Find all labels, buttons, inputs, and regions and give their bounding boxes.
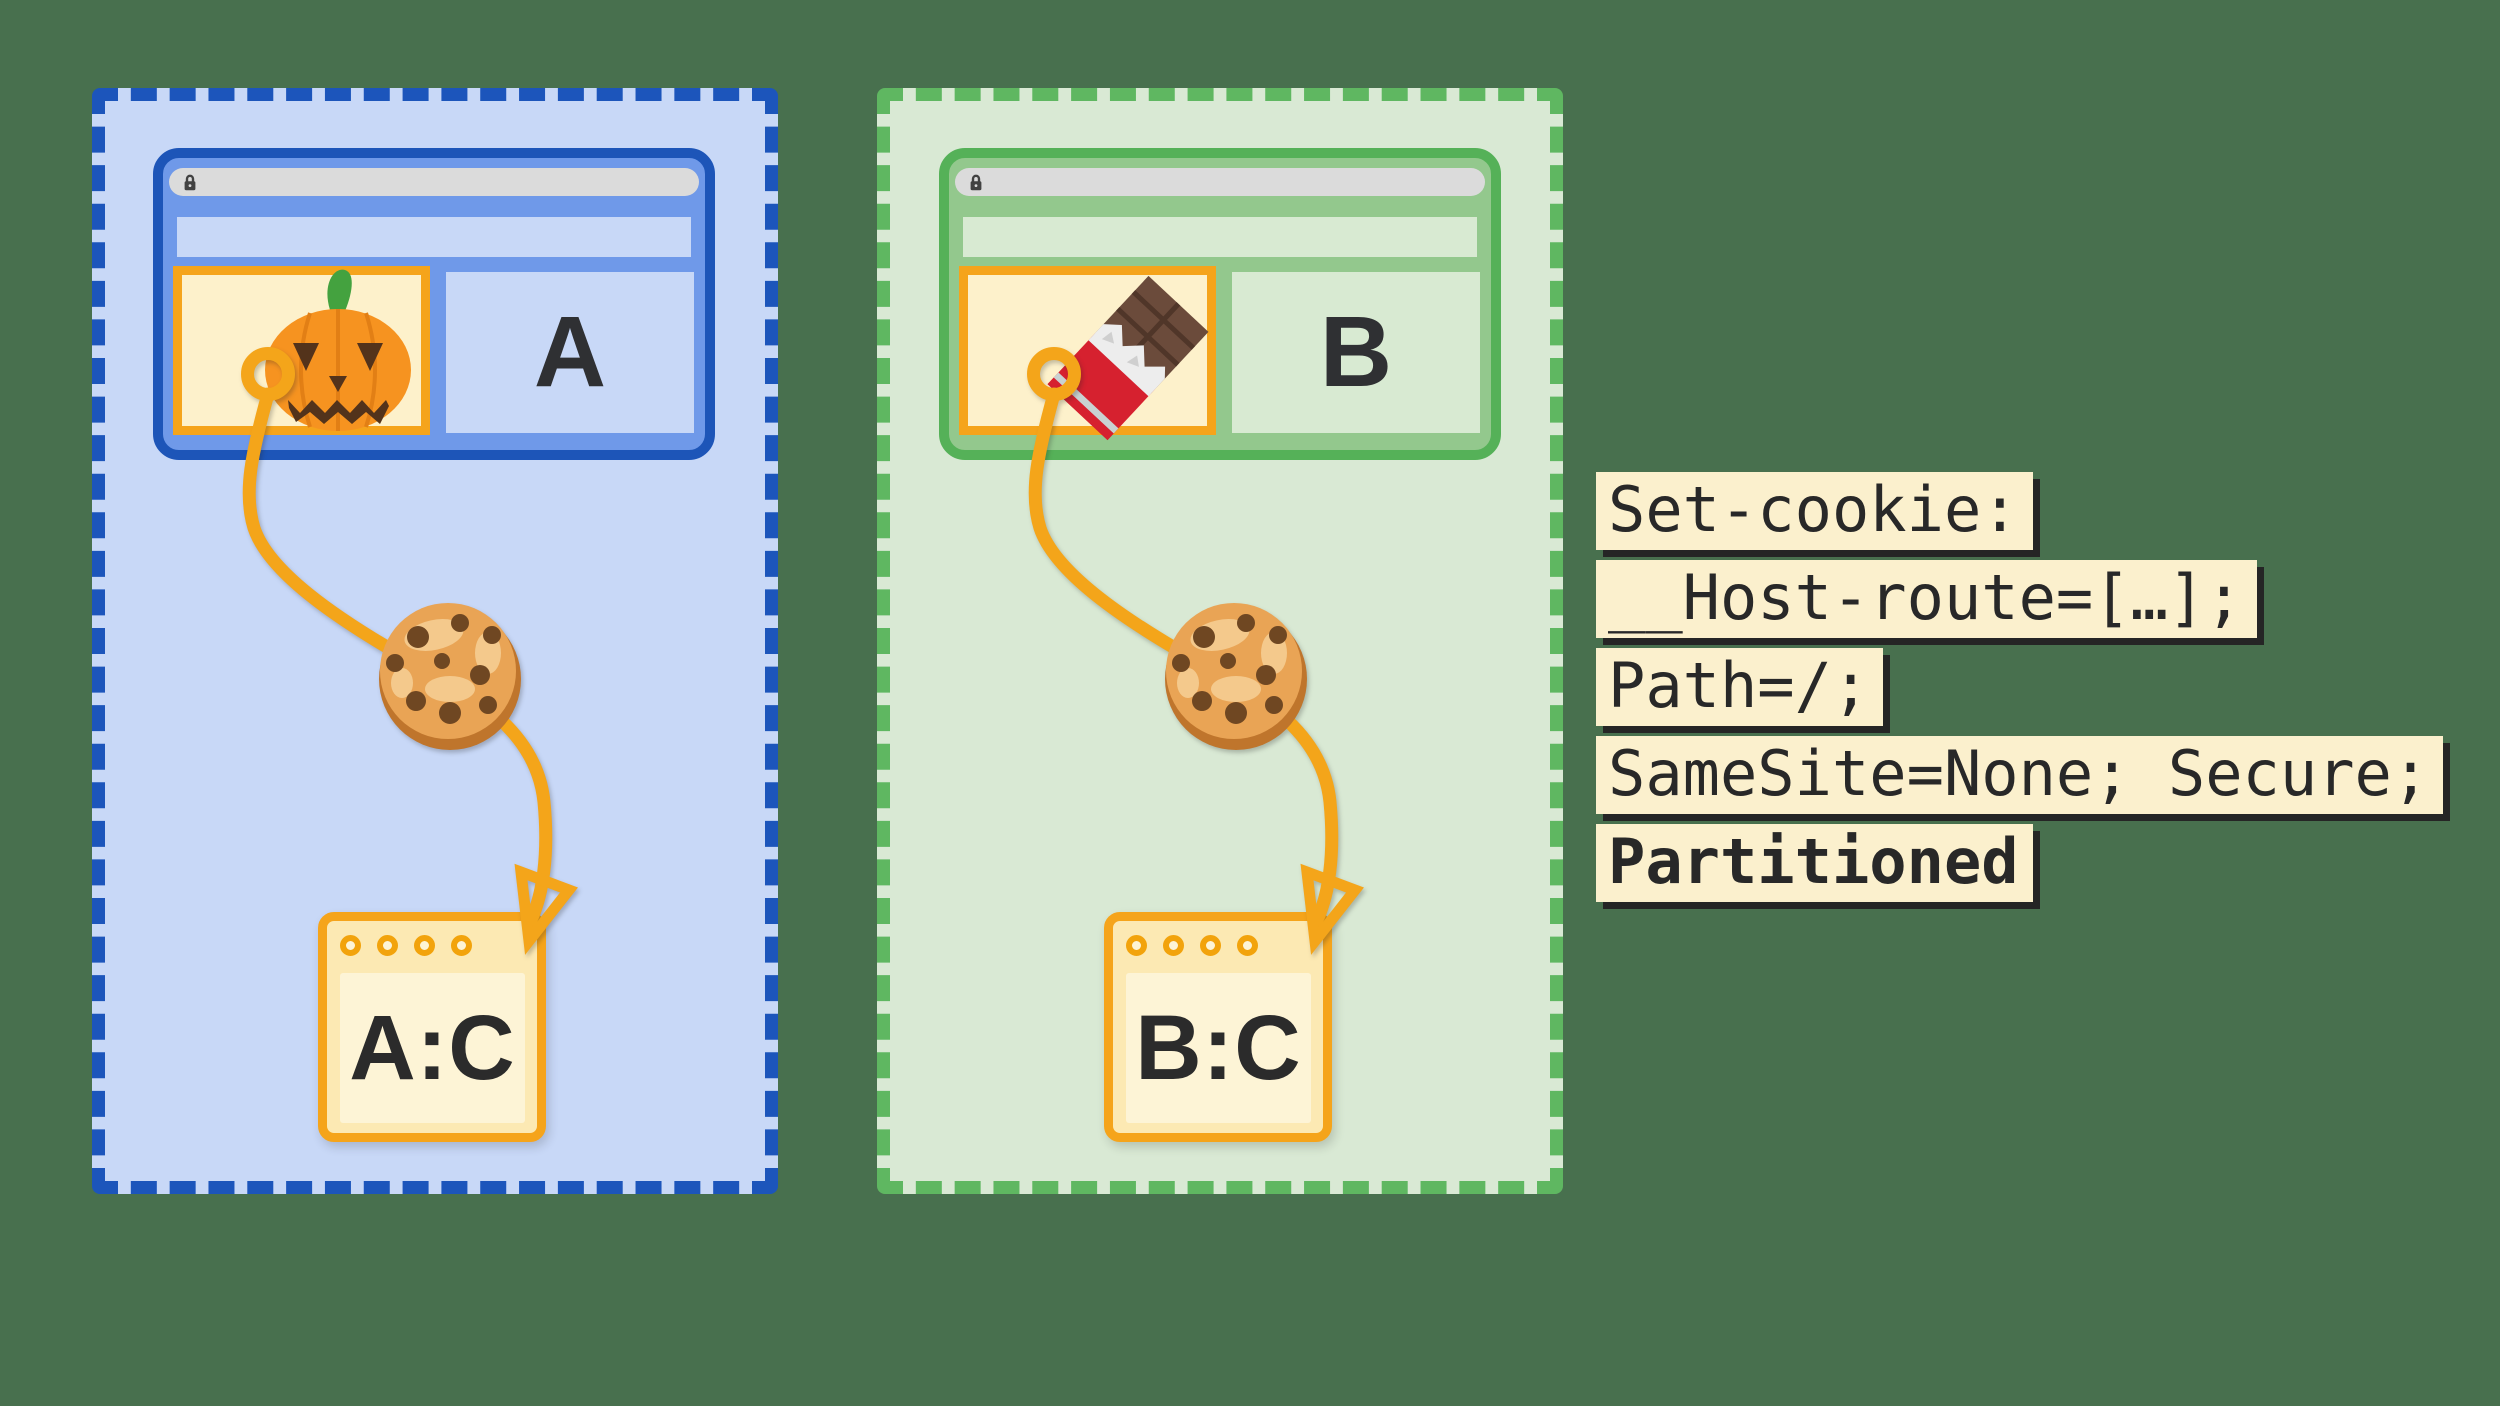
jar-dot-icon <box>1126 935 1147 956</box>
site-b-pane: B <box>1232 272 1480 433</box>
cookie-jar-b: B:C <box>1104 912 1332 1142</box>
embedded-iframe-b <box>959 266 1216 441</box>
page-content-strip <box>963 217 1477 257</box>
browser-window-b: B <box>939 148 1501 460</box>
embedded-iframe-a <box>173 266 430 435</box>
jar-inner-panel: A:C <box>340 973 525 1123</box>
partition-key-a: A:C <box>349 996 516 1099</box>
set-cookie-code-block: Set-cookie: __Host-route=[…]; Path=/; Sa… <box>1596 472 2444 912</box>
jar-dot-icon <box>377 935 398 956</box>
jar-inner-panel: B:C <box>1126 973 1311 1123</box>
chocolate-bar-icon <box>1047 275 1209 441</box>
code-line: Path=/; <box>1596 648 1884 726</box>
pumpkin-icon <box>265 269 411 431</box>
url-bar <box>169 168 699 196</box>
site-a-pane: A <box>446 272 694 433</box>
jar-dot-icon <box>1237 935 1258 956</box>
jar-dot-icon <box>414 935 435 956</box>
site-b-label: B <box>1319 296 1393 408</box>
cookie-jar-a: A:C <box>318 912 546 1142</box>
jar-dot-icon <box>451 935 472 956</box>
page-content-strip <box>177 217 691 257</box>
jar-dot-icon <box>340 935 361 956</box>
code-line: Set-cookie: <box>1596 472 2033 550</box>
code-line: __Host-route=[…]; <box>1596 560 2257 638</box>
code-line: SameSite=None; Secure; <box>1596 736 2444 814</box>
jar-dot-icon <box>1200 935 1221 956</box>
partition-key-b: B:C <box>1135 996 1302 1099</box>
lock-icon <box>970 174 982 190</box>
jar-dot-icon <box>1163 935 1184 956</box>
lock-icon <box>184 174 196 190</box>
site-a-label: A <box>533 296 607 408</box>
browser-window-a: A <box>153 148 715 460</box>
url-bar <box>955 168 1485 196</box>
code-line-partitioned: Partitioned <box>1596 824 2033 902</box>
